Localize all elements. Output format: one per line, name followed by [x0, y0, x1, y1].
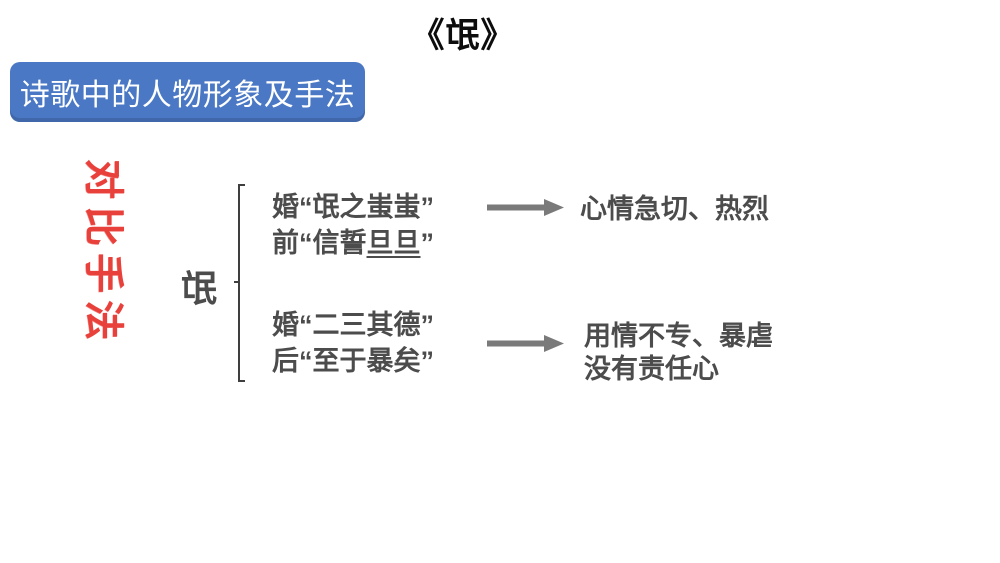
branch-quote-before-marriage: 婚“氓之蚩蚩” 前“信誓旦旦”	[272, 189, 434, 261]
right-arrow-icon	[487, 199, 565, 221]
branch-line: 前“信誓旦旦”	[272, 228, 434, 258]
result-after-marriage: 用情不专、暴虐 没有责任心	[584, 320, 773, 386]
branch-quote-after-marriage: 婚“二三其德” 后“至于暴矣”	[272, 307, 434, 379]
diagram-root-label: 氓	[181, 268, 218, 309]
branch-line: 后“至于暴矣”	[272, 346, 434, 376]
result-line: 用情不专、暴虐	[584, 321, 773, 351]
branch-line: 婚“二三其德”	[272, 310, 434, 340]
brace-icon	[232, 183, 248, 388]
topic-badge: 诗歌中的人物形象及手法	[10, 62, 365, 122]
slide-title: 《氓》	[410, 17, 516, 55]
result-before-marriage: 心情急切、热烈	[580, 193, 769, 226]
underlined-phrase: 旦旦	[366, 228, 421, 258]
branch-line: 婚“氓之蚩蚩”	[272, 192, 434, 222]
result-line: 心情急切、热烈	[580, 194, 769, 224]
side-label-contrast-technique: 对比手法	[81, 159, 125, 347]
right-arrow-icon	[487, 335, 565, 357]
result-line: 没有责任心	[584, 354, 719, 384]
topic-badge-label: 诗歌中的人物形象及手法	[19, 79, 356, 112]
